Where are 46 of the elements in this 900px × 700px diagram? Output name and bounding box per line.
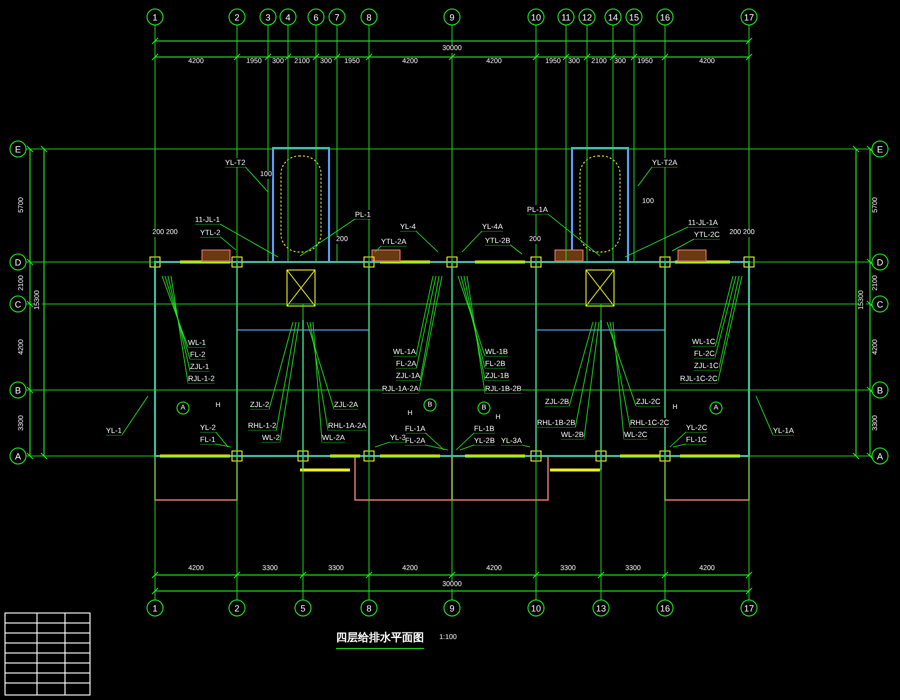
grid-line: [368, 25, 370, 600]
axis-bubble: 16: [656, 600, 674, 616]
axis-bubble: 6: [308, 8, 324, 26]
axis-bubble: 9: [444, 600, 460, 616]
axis-bubble: C: [872, 296, 888, 312]
grid-line: [600, 304, 602, 600]
axis-bubble: 17: [740, 600, 758, 616]
axis-bubble: 10: [528, 8, 544, 26]
grid-line: [586, 25, 588, 262]
axis-bubble: 13: [592, 600, 610, 616]
axis-bubble: D: [872, 254, 888, 270]
axis-bubble: 11: [558, 8, 574, 26]
axis-bubble: B: [10, 382, 26, 398]
axis-bubble: B: [872, 382, 888, 398]
axis-bubble: 15: [626, 8, 642, 26]
axis-bubble: 12: [578, 8, 596, 26]
grid-line: [236, 25, 238, 600]
grid-line: [748, 25, 750, 600]
axis-bubble: 1: [146, 600, 164, 616]
axis-bubble: 4: [280, 8, 296, 26]
axis-bubble: 8: [360, 8, 378, 26]
axis-bubble: 16: [656, 8, 674, 26]
grid-line: [26, 148, 872, 150]
axis-bubble: A: [10, 448, 26, 464]
axis-bubble: C: [10, 296, 26, 312]
axis-bubble: 3: [260, 8, 276, 26]
axis-bubble: 9: [444, 8, 460, 26]
axis-bubble: 10: [528, 600, 544, 616]
axis-bubble: 2: [228, 8, 246, 26]
axis-bubble: A: [872, 448, 888, 464]
grid-line: [612, 25, 614, 262]
axis-bubble: 17: [740, 8, 758, 26]
grid-line: [336, 25, 338, 262]
axis-bubble: E: [10, 140, 26, 158]
axis-bubble: 5: [294, 600, 312, 616]
axis-bubble: 7: [328, 8, 346, 26]
axis-bubble: D: [10, 254, 26, 270]
axis-bubble: 2: [228, 600, 246, 616]
grid-line: [154, 25, 156, 600]
grid-line: [664, 25, 666, 600]
axis-bubble: 8: [360, 600, 378, 616]
axis-bubble: 1: [146, 8, 164, 26]
drawing-title: 四层给排水平面图: [336, 630, 424, 649]
axis-bubble: E: [872, 140, 888, 158]
grid-line: [302, 304, 304, 600]
axis-bubble: 14: [604, 8, 622, 26]
